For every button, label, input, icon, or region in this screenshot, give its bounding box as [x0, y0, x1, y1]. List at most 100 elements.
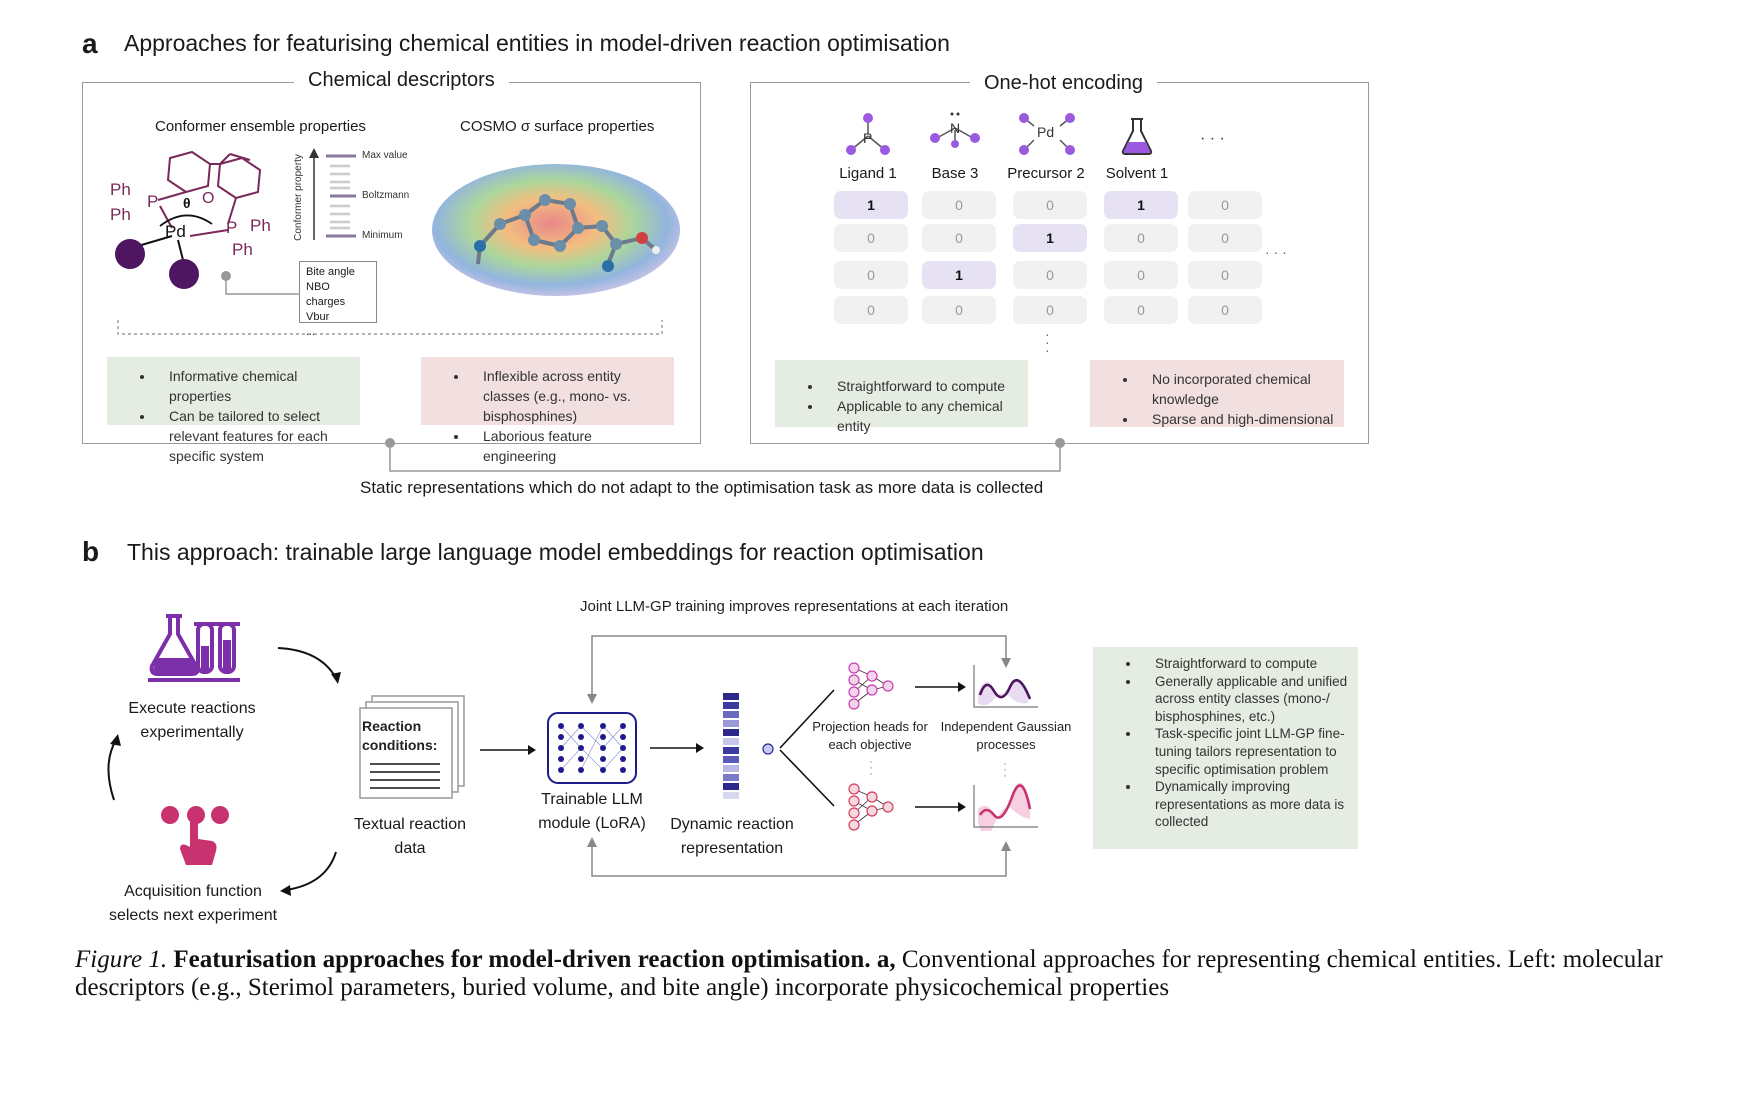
llm-label: Trainable LLM module (LoRA): [538, 791, 646, 832]
caption-figure-label: Figure 1.: [75, 946, 168, 973]
projection-ellipsis: ···: [869, 754, 873, 780]
llm-network-icon: [547, 712, 637, 784]
conformer-axis-label: Conformer property: [292, 154, 304, 241]
property-item: Vbur: [306, 311, 330, 323]
onehot-cons-box: No incorporated chemical knowledge Spars…: [1090, 360, 1344, 427]
pros-item: Straightforward to compute: [823, 376, 1018, 396]
acquisition-label: Acquisition function selects next experi…: [108, 883, 278, 924]
gp-plot-bottom-icon: [973, 783, 1038, 831]
benefit-item: Straightforward to compute: [1141, 655, 1348, 673]
gp-plot-top-icon: [973, 665, 1038, 708]
o-label: O: [202, 190, 215, 207]
execute-label: Execute reactions experimentally: [128, 700, 256, 741]
benefits-box: Straightforward to compute Generally app…: [1093, 647, 1358, 849]
pros-item: Applicable to any chemical entity: [823, 396, 1018, 436]
descriptors-pros-box: Informative chemical properties Can be t…: [107, 357, 360, 464]
ph-label-3: Ph: [250, 216, 271, 235]
static-representations-note: Static representations which do not adap…: [360, 478, 1044, 497]
entity-label: Base 3: [931, 165, 979, 182]
onehot-cell: 0: [1188, 191, 1262, 219]
property-list-box: Bite angle NBO charges Vbur ...: [299, 261, 377, 338]
amine-icon: [930, 112, 980, 148]
row-ellipsis: · · ·: [1265, 244, 1287, 260]
onehot-cell: 0: [834, 261, 908, 289]
one-hot-title: One-hot encoding: [970, 72, 1158, 95]
onehot-cell: 0: [1013, 191, 1087, 219]
projection-head-top-icon: [848, 662, 894, 710]
bisphosphine-molecule: [115, 150, 262, 289]
palladium-glyph: Pd: [1037, 124, 1055, 140]
onehot-cell: 0: [922, 224, 996, 252]
property-connector: [221, 271, 300, 295]
phosphine-icon: [846, 113, 890, 155]
theta-label: θ: [183, 195, 191, 211]
property-item: ...: [306, 326, 316, 338]
textual-data-label: Textual reaction data: [353, 816, 467, 857]
onehot-cell: 1: [1104, 191, 1178, 219]
dashed-bracket: [117, 320, 663, 335]
projection-head-bottom-icon: [848, 783, 894, 831]
onehot-cell: 1: [1013, 224, 1087, 252]
joint-training-label: Joint LLM-GP training improves represent…: [580, 598, 1009, 615]
panel-a-heading: Approaches for featurising chemical enti…: [124, 30, 950, 56]
chemical-descriptors-title: Chemical descriptors: [294, 69, 509, 92]
static-connector: [385, 438, 1065, 472]
property-item: NBO charges: [306, 281, 346, 308]
lab-equipment-icon: [148, 614, 240, 682]
reaction-conditions-header: Reaction conditions:: [362, 718, 438, 753]
pd-label: Pd: [165, 222, 186, 241]
p-label-2: P: [226, 218, 238, 237]
caption-bold: Featurisation approaches for model-drive…: [173, 946, 896, 973]
acquisition-click-icon: [161, 806, 229, 865]
descriptors-cons-box: Inflexible across entity classes (e.g., …: [421, 357, 674, 464]
conformer-title: Conformer ensemble properties: [155, 118, 366, 135]
document-stack-icon: [359, 695, 465, 799]
entity-label: Solvent 1: [1105, 165, 1169, 182]
scale-boltzmann-label: Boltzmann: [362, 190, 410, 201]
pros-item: Informative chemical properties: [155, 366, 350, 406]
caption-text: Conventional approaches for representing…: [75, 946, 1663, 1001]
entity-label: Ligand 1: [839, 165, 897, 182]
figure-caption: Figure 1. Featurisation approaches for m…: [75, 946, 1675, 1002]
cosmo-surface-graphic: [432, 164, 680, 296]
onehot-cell: 0: [1104, 261, 1178, 289]
onehot-cell: 0: [1104, 224, 1178, 252]
onehot-cell: 0: [1188, 261, 1262, 289]
onehot-cell: 0: [1188, 224, 1262, 252]
cons-item: Laborious feature engineering: [469, 426, 664, 466]
onehot-cell: 0: [1104, 296, 1178, 324]
p-label-1: P: [147, 192, 159, 211]
palladium-icon: [1019, 113, 1075, 155]
column-ellipsis: ···: [1045, 326, 1050, 358]
panel-b-letter: b: [82, 536, 100, 567]
onehot-cell: 0: [834, 224, 908, 252]
projection-heads-label: Projection heads for each objective: [812, 719, 928, 752]
cons-item: Sparse and high-dimensional: [1138, 409, 1334, 429]
entity-ellipsis: · · ·: [1200, 130, 1225, 147]
scale-min-label: Minimum: [362, 230, 403, 241]
cycle-arrows: [107, 647, 341, 896]
onehot-pros-box: Straightforward to compute Applicable to…: [775, 360, 1028, 434]
dynamic-representation-label: Dynamic reaction representation: [670, 816, 794, 857]
ph-label-2: Ph: [110, 205, 131, 224]
onehot-cell: 0: [834, 296, 908, 324]
embedding-vector-icon: [723, 693, 739, 799]
onehot-cell: 0: [922, 296, 996, 324]
gp-ellipsis: ···: [1003, 756, 1007, 782]
ph-label-1: Ph: [110, 180, 131, 199]
ph-label-4: Ph: [232, 240, 253, 259]
onehot-cell: 0: [1013, 261, 1087, 289]
cons-item: No incorporated chemical knowledge: [1138, 369, 1334, 409]
panel-b-heading: This approach: trainable large language …: [127, 539, 984, 565]
onehot-cell: 0: [922, 191, 996, 219]
flask-icon: [1121, 118, 1153, 155]
cons-item: Inflexible across entity classes (e.g., …: [469, 366, 664, 426]
pros-item: Can be tailored to select relevant featu…: [155, 406, 350, 466]
onehot-cell: 1: [922, 261, 996, 289]
gp-label: Independent Gaussian processes: [940, 719, 1072, 752]
scale-max-label: Max value: [362, 150, 408, 161]
benefit-item: Dynamically improving representations as…: [1141, 778, 1348, 831]
phosphine-glyph: P: [863, 130, 873, 146]
onehot-cell: 0: [1013, 296, 1087, 324]
property-item: Bite angle: [306, 266, 355, 278]
